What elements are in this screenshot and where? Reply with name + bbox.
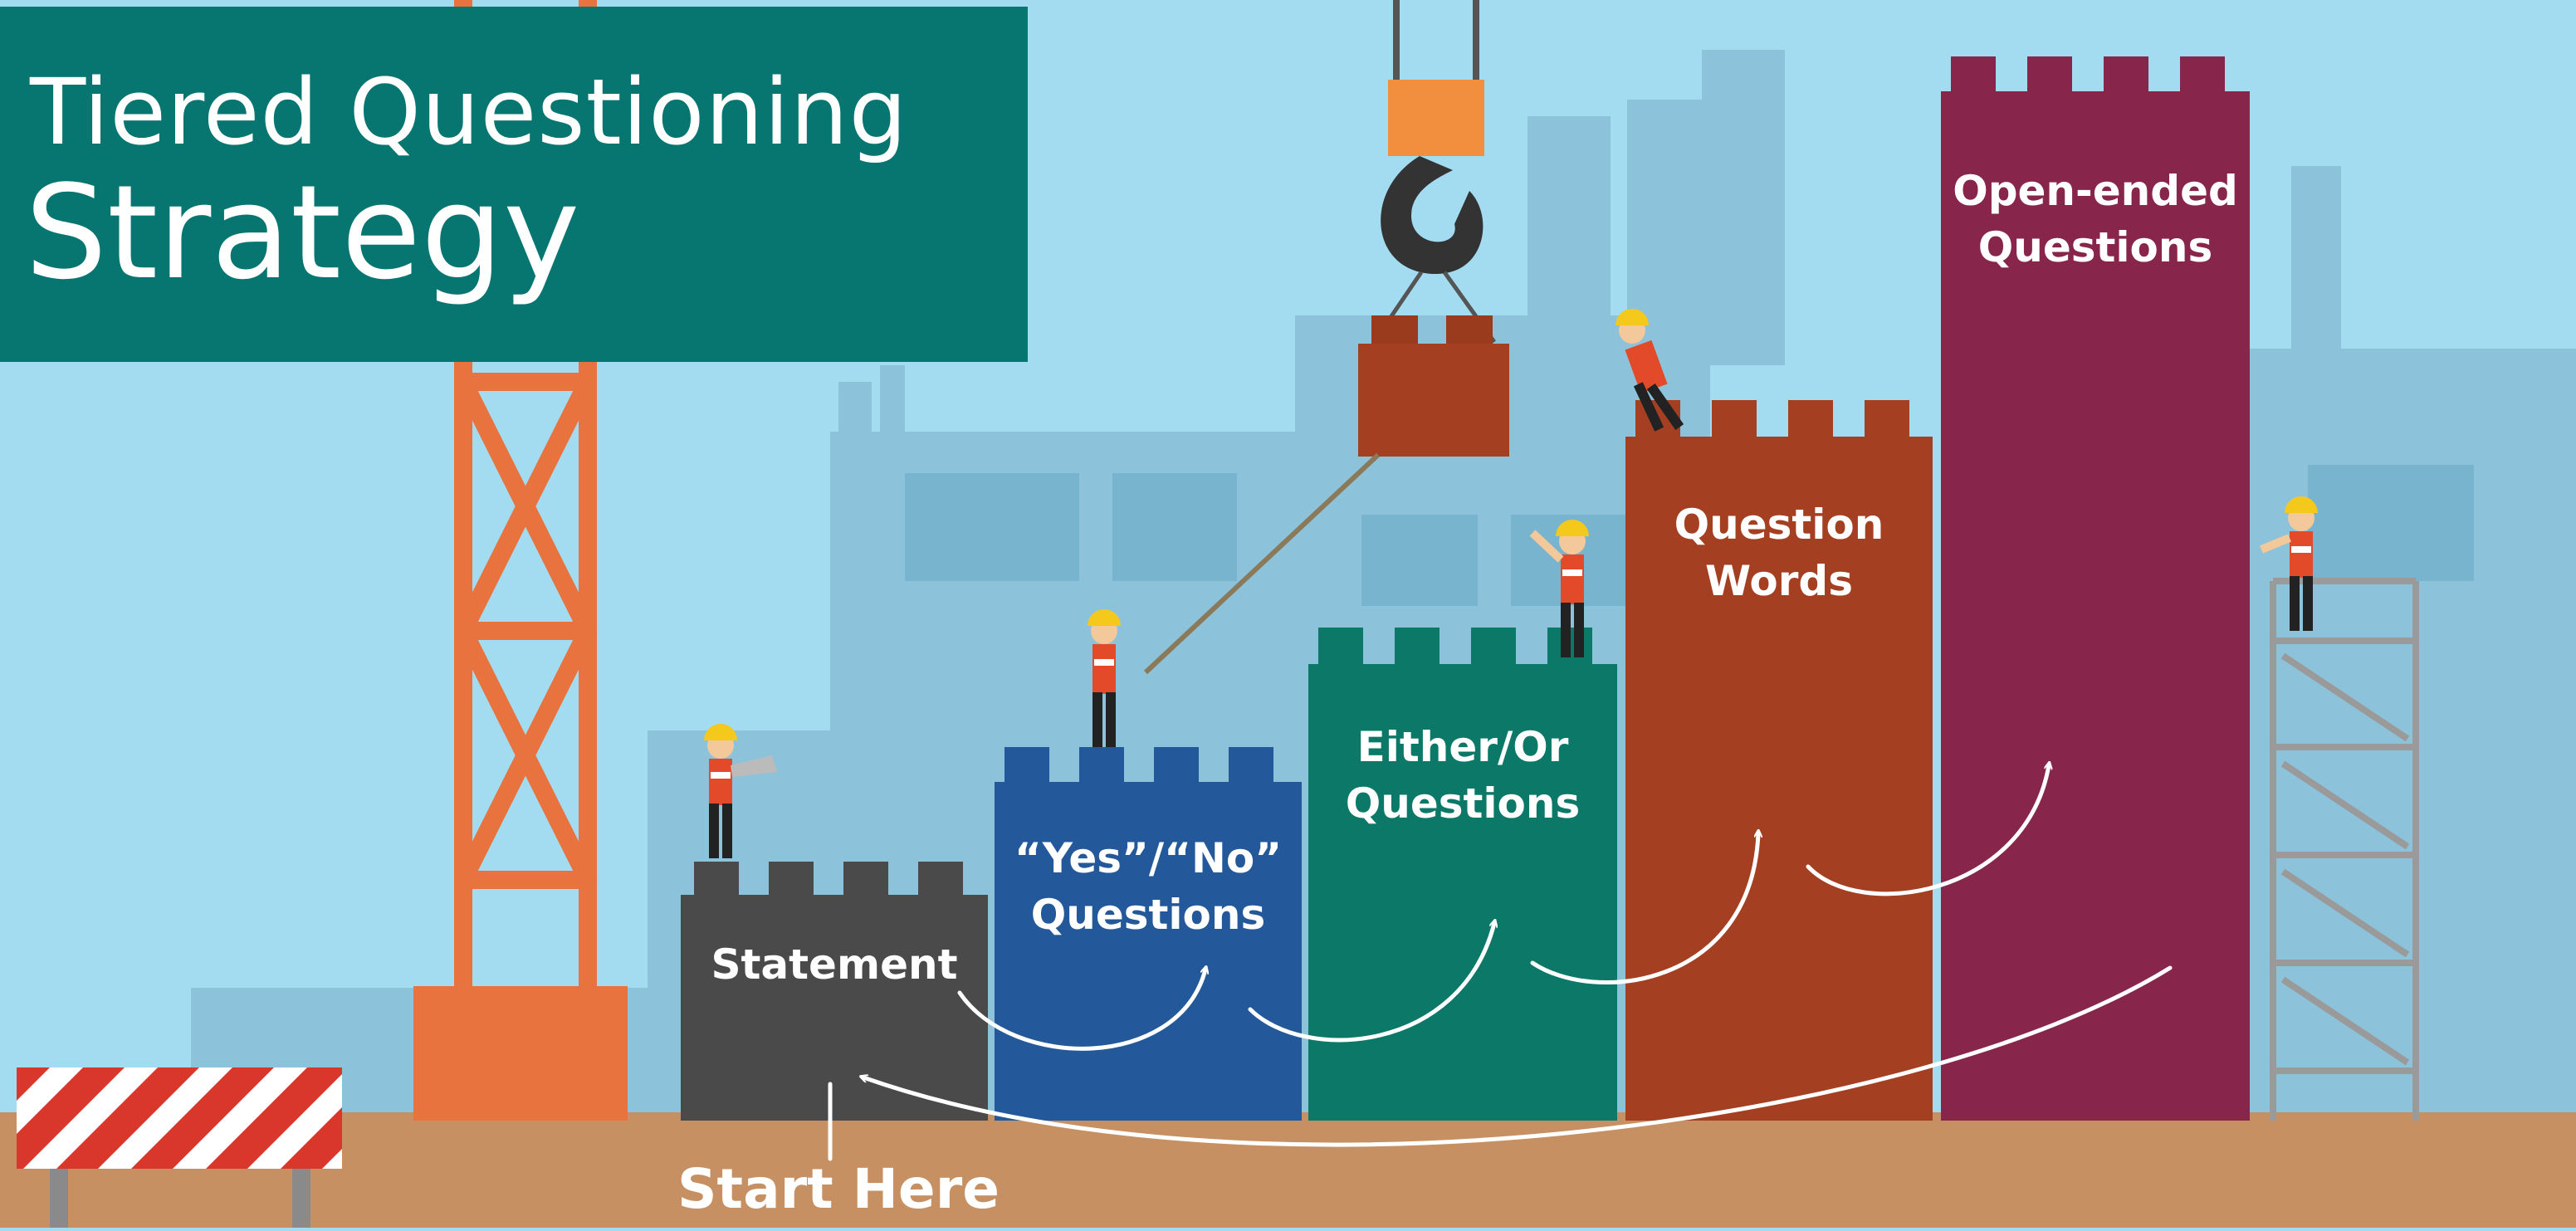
crane-hook [1358, 0, 1509, 457]
arrow-either-or-to-question-words [1530, 833, 1758, 984]
flow-arrows [828, 765, 2173, 1161]
worker-figure-3 [1529, 520, 1589, 657]
tier-label-open-ended: Open-ended Questions [1953, 167, 2238, 271]
tier-block-question-words [1625, 400, 1933, 1121]
arrow-question-words-to-open-ended [1806, 765, 2049, 896]
worker-figure-2 [1088, 609, 1121, 747]
ground [0, 1112, 2576, 1228]
tier-block-open-ended [1941, 56, 2250, 1121]
tier-label-yes-no: “Yes”/“No” Questions [1014, 834, 1283, 939]
tier-label-question-words: Question Words [1674, 501, 1884, 605]
tier-label-either-or: Either/Or Questions [1345, 723, 1581, 828]
worker-figure-1 [704, 724, 777, 858]
start-here-label: Start Here [677, 1157, 1000, 1221]
worker-figure-4 [1615, 309, 1684, 432]
arrow-loop-back-to-statement [863, 965, 2173, 1147]
worker-figure-5 [2260, 496, 2318, 631]
title-banner: Tiered Questioning Strategy [0, 7, 1028, 362]
title-line-2: Strategy [25, 157, 580, 308]
tier-label-statement: Statement [711, 940, 958, 989]
tier-block-yes-no [995, 747, 1302, 1121]
scaffold [2270, 578, 2419, 1121]
tier-block-statement [681, 862, 988, 1121]
title-line-1: Tiered Questioning [30, 59, 908, 165]
arrow-statement-to-yes-no [957, 970, 1205, 1051]
arrow-yes-no-to-either-or [1248, 923, 1494, 1043]
tier-block-either-or [1308, 628, 1617, 1121]
rope [1143, 452, 1381, 675]
barricade [17, 1067, 342, 1228]
crane-base [413, 986, 628, 1121]
